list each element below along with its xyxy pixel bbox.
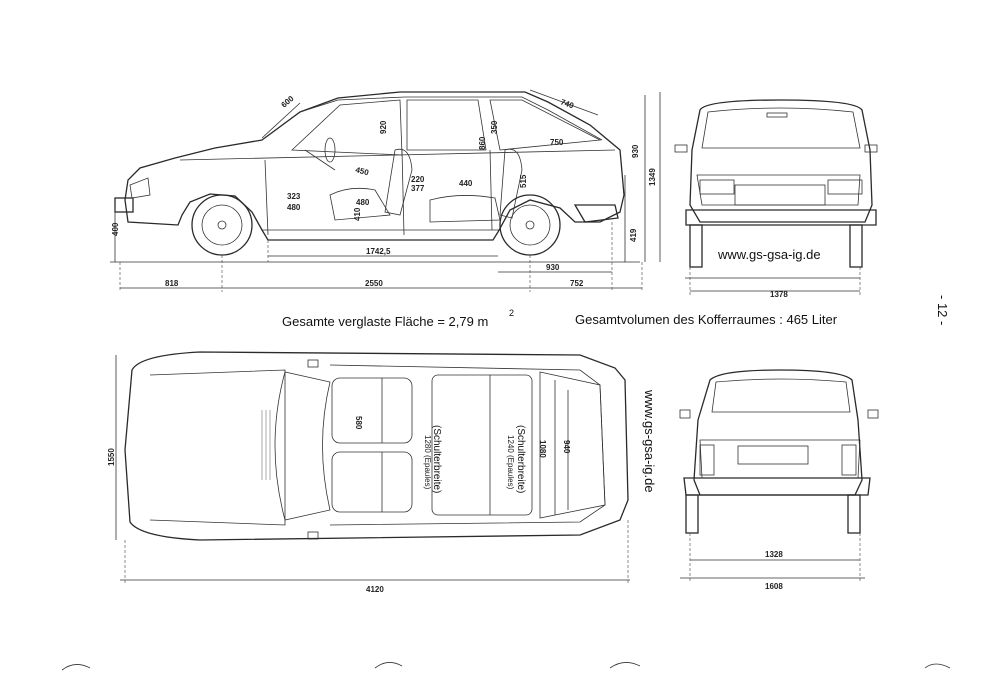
dim-440: 440 [459,179,473,188]
dim-323: 323 [287,192,301,201]
trunk-volume-caption: Gesamtvolumen des Kofferraumes : 465 Lit… [575,312,838,327]
top-view-dimensions: 1550 580 1280 (Epaules) (Schulterbreite)… [107,416,571,594]
dim-1080: 1080 [538,440,547,458]
page-number: - 12 - [935,295,950,325]
dim-580: 580 [354,416,363,430]
dim-930-horizontal: 930 [546,263,560,272]
dim-450: 450 [354,165,370,177]
dim-1550: 1550 [107,448,116,466]
dim-410: 410 [353,207,362,221]
dim-1349: 1349 [648,168,657,186]
dim-1608: 1608 [765,582,783,591]
dim-515: 515 [519,174,528,188]
dim-752: 752 [570,279,584,288]
dim-377: 377 [411,184,425,193]
dim-4120: 4120 [366,585,384,594]
dim-940: 940 [562,440,571,454]
dim-750: 750 [550,138,564,147]
glazed-area-caption: Gesamte verglaste Fläche = 2,79 m [282,314,488,329]
dim-1280-epaules: 1280 (Epaules) [423,435,432,490]
dim-419: 419 [629,228,638,242]
dim-1328: 1328 [765,550,783,559]
side-view-drawing [110,89,661,292]
dim-600: 600 [280,94,296,110]
dim-480-left: 480 [287,203,301,212]
glazed-area-exponent: 2 [509,308,514,318]
dim-480-seat: 480 [356,198,370,207]
dim-818: 818 [165,279,179,288]
dim-1240-epaules: 1240 (Epaules) [506,435,515,490]
dim-930-vertical: 930 [631,144,640,158]
dim-1240-shoulder-width: (Schulterbreite) [515,425,526,493]
dim-740: 740 [559,97,575,110]
top-view-drawing [115,351,630,585]
dim-400: 400 [111,222,120,236]
dim-1280-shoulder-width: (Schulterbreite) [431,425,442,493]
dim-860: 860 [478,136,487,150]
dim-1742-5: 1742,5 [366,247,391,256]
dim-1378: 1378 [770,290,788,299]
website-watermark-vertical: www.gs-gsa-ig.de [642,389,657,493]
dim-350: 350 [490,120,499,134]
front-view-drawing [674,99,878,296]
binder-hole-marks [61,662,951,671]
dim-220: 220 [411,175,425,184]
side-view-dimensions: 600 740 920 350 860 750 450 220 377 440 … [111,94,657,288]
dim-2550: 2550 [365,279,383,288]
website-watermark-front: www.gs-gsa-ig.de [717,247,821,262]
dim-920: 920 [379,120,388,134]
rear-view-drawing [679,369,879,583]
